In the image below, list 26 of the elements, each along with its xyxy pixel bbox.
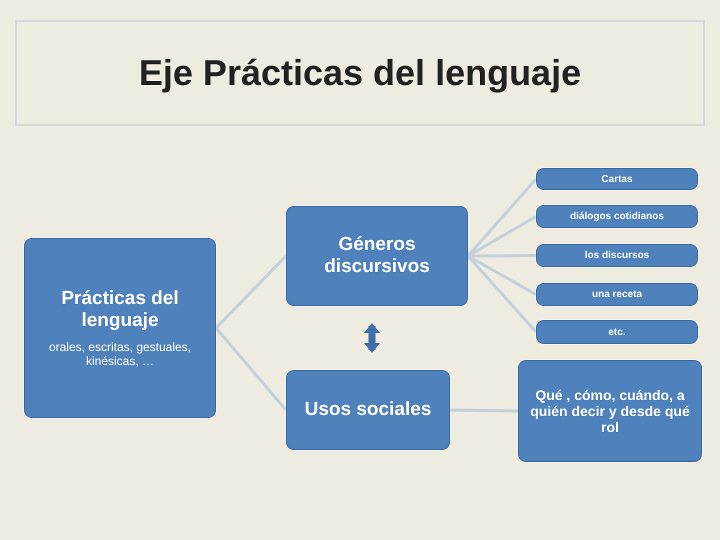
list-item-box bbox=[536, 320, 698, 344]
list-item-box bbox=[536, 283, 698, 306]
title: Eje Prácticas del lenguaje bbox=[138, 52, 582, 94]
connector-line bbox=[466, 178, 538, 257]
node-label: Prácticas del lenguaje bbox=[60, 288, 180, 332]
node-label: Cartas bbox=[601, 174, 633, 184]
list-item-box bbox=[536, 168, 698, 190]
list-item-box bbox=[536, 205, 698, 228]
list-item-box bbox=[536, 244, 698, 267]
node-label: los discursos bbox=[584, 250, 650, 261]
node-label: diálogos cotidianos bbox=[570, 211, 664, 222]
double-arrow bbox=[364, 323, 380, 353]
node-label: una receta bbox=[592, 289, 642, 300]
connector-line bbox=[450, 408, 518, 412]
connector-line bbox=[214, 254, 288, 330]
process-box bbox=[24, 238, 216, 418]
connector-line bbox=[214, 327, 288, 411]
node-label: Qué , cómo, cuándo, a quién decir y desde qué rol bbox=[529, 387, 691, 435]
node-description: orales, escritas, gestuales, kinésicas, … bbox=[48, 340, 192, 368]
process-box bbox=[518, 360, 702, 462]
node-label: Usos sociales bbox=[304, 399, 432, 421]
process-box bbox=[286, 370, 450, 450]
connector-line bbox=[466, 255, 538, 333]
process-box bbox=[286, 206, 468, 306]
node-label: etc. bbox=[608, 326, 626, 338]
node-label: Géneros discursivos bbox=[323, 234, 431, 278]
